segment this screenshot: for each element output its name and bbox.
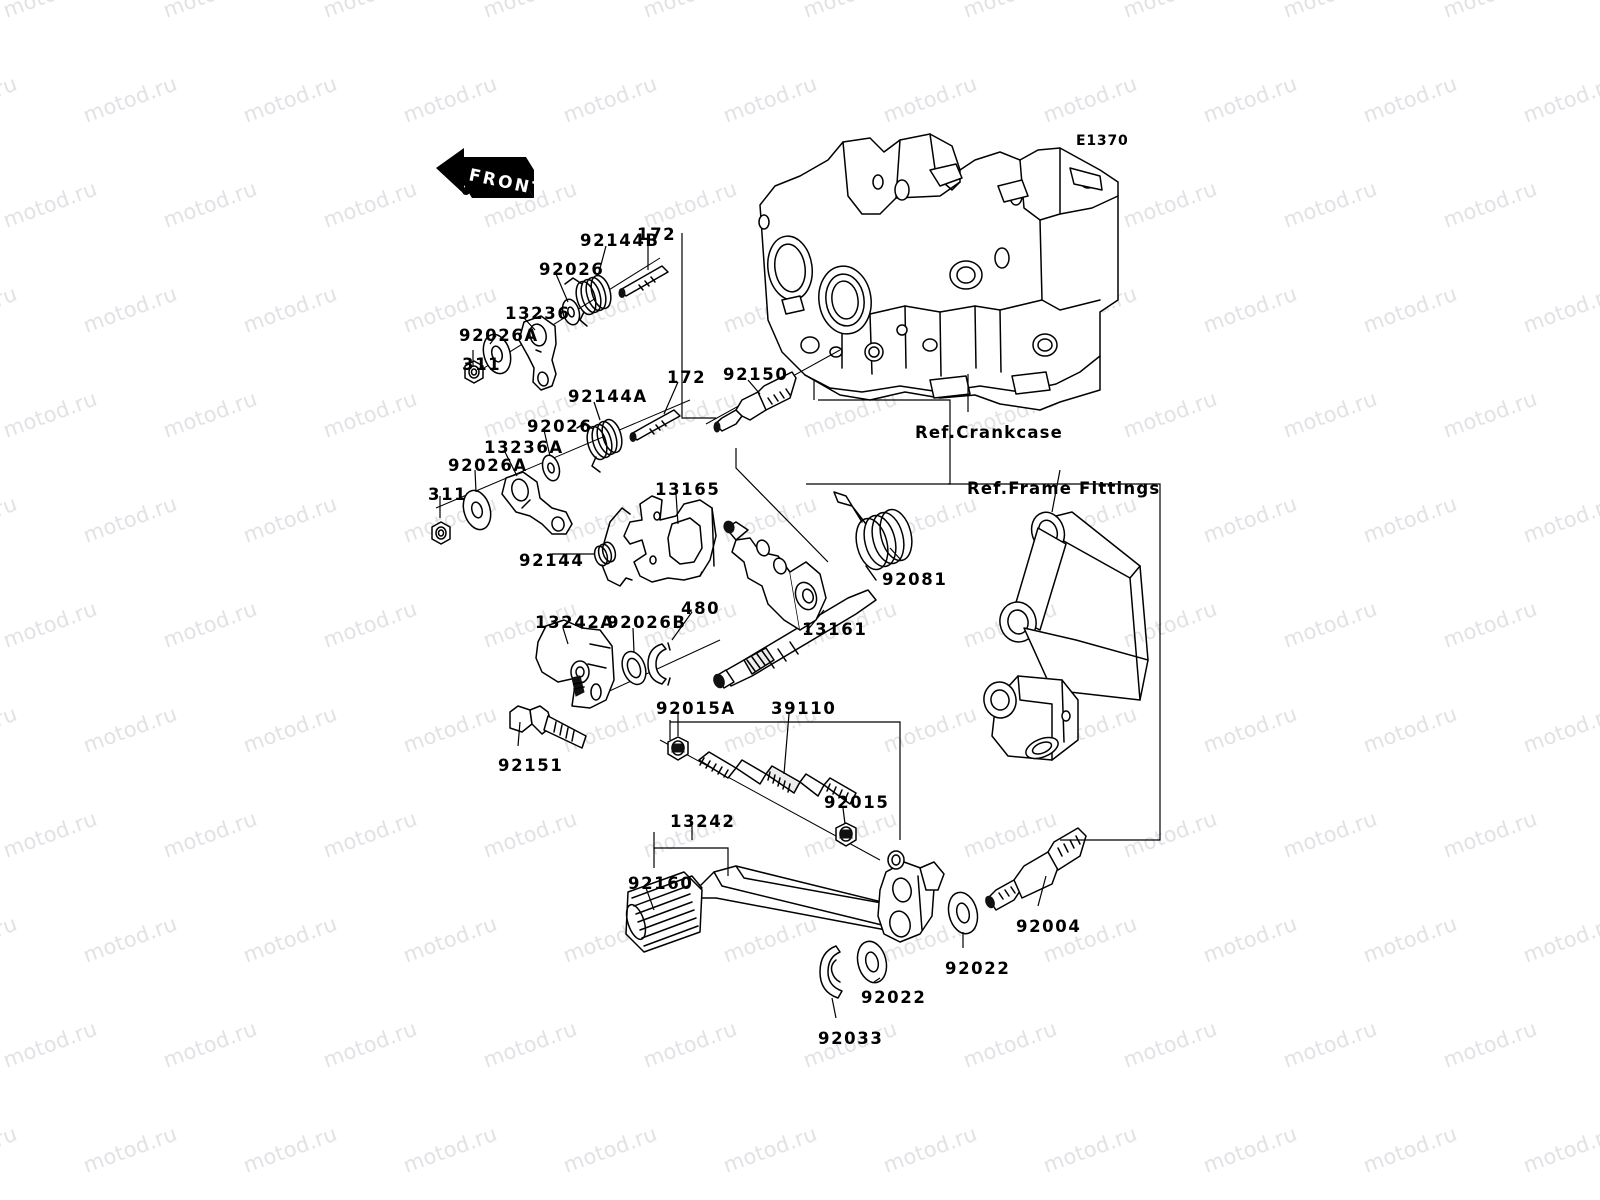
part-39110-tie-rod — [659, 736, 881, 861]
part-label-92160: 92160 — [628, 874, 694, 893]
part-label-92150: 92150 — [723, 365, 789, 384]
part-92022-washer-upper — [947, 891, 979, 935]
part-92015-nut — [835, 822, 857, 847]
upper-pawl-assembly — [464, 257, 669, 391]
part-92081-return-spring — [833, 491, 913, 581]
part-13236a-shift-arm — [501, 471, 573, 535]
crankcase-assembly — [758, 133, 1119, 411]
part-13165-positioner-plate — [623, 495, 717, 583]
part-label-92004: 92004 — [1016, 917, 1082, 936]
part-label-13161: 13161 — [802, 620, 868, 639]
part-label-92144: 92144 — [519, 551, 585, 570]
part-label-92026: 92026 — [527, 417, 593, 436]
part-label-92026b: 92026B — [607, 613, 687, 632]
part-92144-spring — [593, 507, 633, 587]
part-label-13242: 13242 — [670, 812, 736, 831]
part-label-39110: 39110 — [771, 699, 837, 718]
frame-fitting-bracket — [983, 511, 1149, 761]
part-label-92081: 92081 — [882, 570, 948, 589]
part-label-13242a: 13242A — [535, 613, 615, 632]
part-92026a-washer-lower — [462, 489, 492, 531]
part-label-13236: 13236 — [505, 304, 571, 323]
pedal-fasteners — [819, 827, 1087, 999]
part-13242-shift-pedal — [625, 850, 945, 953]
part-label-92015: 92015 — [824, 793, 890, 812]
part-92015a-nut — [667, 736, 689, 761]
part-label-311: 311 — [462, 355, 502, 374]
part-label-92144b: 92144B — [580, 231, 660, 250]
part-172-pin-lower — [629, 409, 681, 442]
part-label-480: 480 — [681, 599, 721, 618]
part-label-92015a: 92015A — [656, 699, 736, 718]
part-label-311: 311 — [428, 485, 468, 504]
part-label-92026a: 92026A — [448, 456, 528, 475]
part-92150-bolt — [705, 349, 841, 433]
part-label-13165: 13165 — [655, 480, 721, 499]
part-311-nut-upper — [464, 360, 484, 384]
ref-frame-fittings-label: Ref.Frame Fittings — [967, 479, 1161, 498]
part-480-circlip — [647, 642, 671, 686]
lower-pawl-assembly — [431, 399, 691, 545]
part-label-92022: 92022 — [861, 988, 927, 1007]
part-label-92033: 92033 — [818, 1029, 884, 1048]
part-92144b-torsion-spring — [564, 274, 612, 327]
part-13236-shift-arm — [518, 315, 557, 391]
diagram-code: E1370 — [1076, 133, 1129, 149]
leader-lines — [439, 233, 1161, 1019]
front-direction-marker: FRONT — [436, 148, 540, 201]
part-92004-stud-bolt — [985, 827, 1087, 911]
part-label-13236a: 13236A — [484, 438, 564, 457]
part-92144a-torsion-spring — [576, 418, 623, 473]
ref-crankcase-label: Ref.Crankcase — [915, 423, 1064, 442]
part-92026-washer-lower — [541, 454, 561, 482]
part-92151-flange-bolt — [509, 705, 587, 749]
part-13242a-pivot-holder — [509, 619, 721, 749]
part-92022-washer-lower — [856, 940, 888, 984]
part-label-92026: 92026 — [539, 260, 605, 279]
part-13161-shift-shaft — [713, 491, 913, 689]
part-label-92022: 92022 — [945, 959, 1011, 978]
part-label-92144a: 92144A — [568, 387, 648, 406]
part-311-nut-lower — [431, 521, 451, 545]
part-92026a-washer-upper — [482, 333, 512, 375]
part-92033-snap-ring — [819, 945, 843, 999]
part-92160-pedal-rubber — [625, 871, 703, 953]
part-172-pin-upper — [618, 265, 669, 298]
part-92026b-washer — [621, 650, 647, 686]
part-label-172: 172 — [667, 368, 707, 387]
part-label-172: 172 — [637, 225, 677, 244]
part-label-92026a: 92026A — [459, 326, 539, 345]
part-label-92151: 92151 — [498, 756, 564, 775]
